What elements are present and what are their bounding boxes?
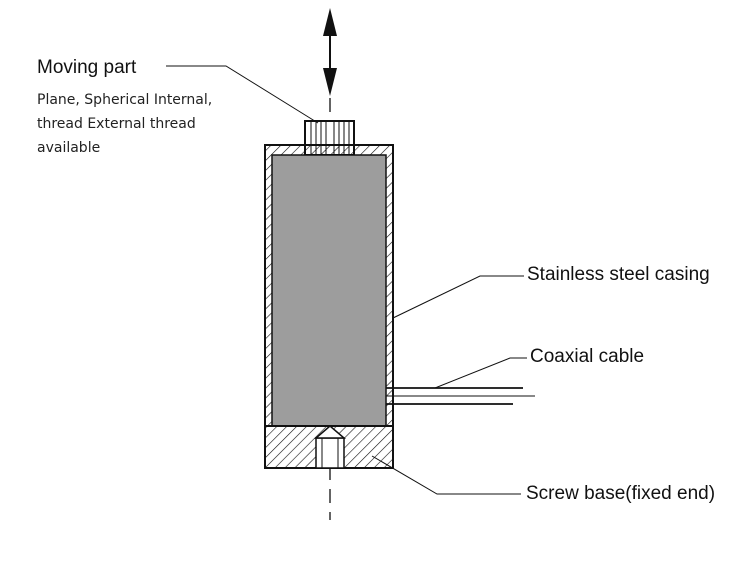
leader-lines [166, 65, 527, 495]
motion-arrow-icon [323, 8, 337, 96]
screw-base [264, 425, 394, 469]
stainless-steel-casing [264, 144, 394, 427]
moving-part-label: Moving part [37, 57, 137, 78]
coaxial-cable [386, 387, 535, 405]
base-label: Screw base(fixed end) [526, 483, 716, 504]
cable-label: Coaxial cable [530, 346, 645, 367]
casing-label: Stainless steel casing [527, 264, 710, 285]
moving-part-note: Plane, Spherical Internal, thread Extern… [37, 92, 213, 156]
